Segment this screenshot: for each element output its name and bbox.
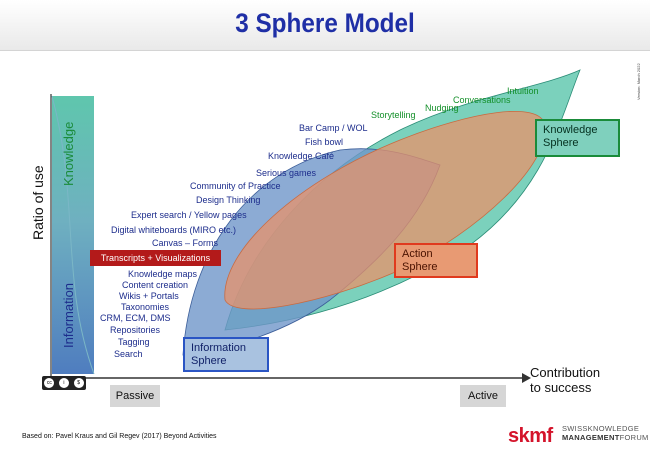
info-sphere-line1: Information [191,342,247,354]
bar-label-information: Information [61,282,76,348]
method-label: Taxonomies [121,302,170,312]
bar-label-knowledge: Knowledge [61,121,76,186]
method-label: CRM, ECM, DMS [100,313,171,323]
method-label-green: Storytelling [371,110,416,120]
cc-icon: cc [44,378,55,388]
info-sphere-line2: Sphere [191,355,227,367]
nc-icon: $ [73,378,84,388]
knowledge-sphere-box: Knowledge Sphere [535,119,620,157]
method-label: Bar Camp / WOL [299,123,368,133]
by-icon: i [58,378,69,388]
ratio-bar-divider [51,95,95,375]
method-label: Repositories [110,325,161,335]
ratio-bar [52,96,94,374]
skmf-logo: skmf [508,425,553,447]
information-sphere-box: Information Sphere [183,337,269,372]
method-label: Knowledge Café [268,151,335,161]
method-label-green: Intuition [507,86,539,96]
x-axis-label-line2: to success [530,380,592,395]
method-label: Search [114,349,143,359]
action-sphere-line1: Action [402,248,433,260]
active-label: Active [460,385,506,407]
header-band [0,0,650,51]
page-title: 3 Sphere Model [235,8,415,38]
x-axis-arrow [522,373,531,383]
method-label-green: Conversations [453,95,511,105]
method-label: Content creation [122,280,189,290]
method-label: Community of Practice [190,181,281,191]
x-axis-label: Contribution to success [530,365,600,395]
creative-commons-badge: cc i $ [42,376,86,390]
action-sphere-line2: Sphere [402,261,438,273]
source-citation: Based on: Pavel Kraus and Gil Regev (201… [22,433,217,440]
logo-line2-b: FORUM [619,433,649,442]
method-label: Digital whiteboards (MIRO etc.) [111,225,237,235]
method-label: Expert search / Yellow pages [131,210,247,220]
method-label: Canvas – Forms [152,238,219,248]
knowledge-sphere-line1: Knowledge [543,124,598,136]
method-label: Fish bowl [305,137,344,147]
method-label: Tagging [118,337,150,347]
logo-line2: MANAGEMENTFORUM [562,433,649,442]
method-label: Knowledge maps [128,269,198,279]
method-label: Design Thinking [196,195,261,205]
logo-line1: SWISSKNOWLEDGE [562,424,640,433]
knowledge-sphere-line2: Sphere [543,137,579,149]
logo-wordmark: SWISSKNOWLEDGE MANAGEMENTFORUM [562,424,649,442]
action-sphere-box: Action Sphere [394,243,478,278]
passive-label: Passive [110,385,160,407]
logo-line2-a: MANAGEMENT [562,433,620,442]
x-axis-label-line1: Contribution [530,365,601,380]
highlighted-method-tag: Transcripts + Visualizations [90,250,221,266]
method-label: Wikis + Portals [119,291,179,301]
method-label-green: Nudging [425,103,459,113]
method-label: Serious games [256,168,317,178]
y-axis-label: Ratio of use [30,165,46,240]
